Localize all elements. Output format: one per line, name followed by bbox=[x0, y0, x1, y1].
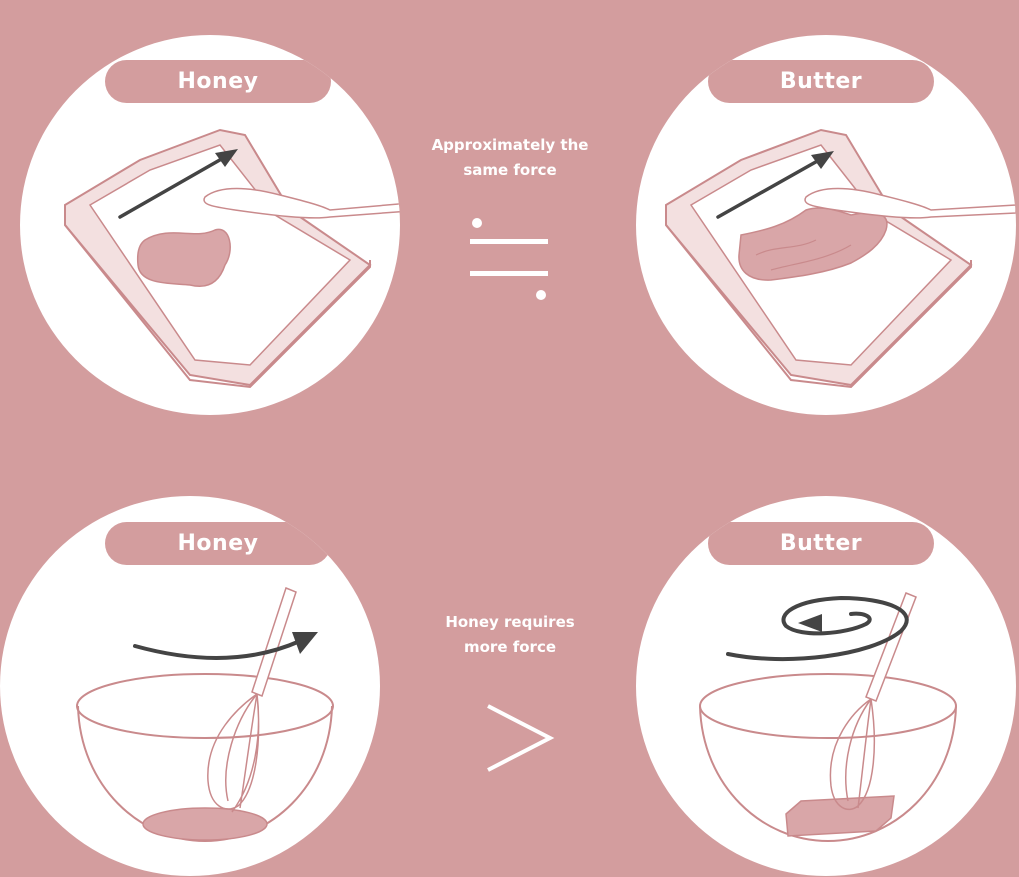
spread-arrow bbox=[118, 155, 227, 219]
greater-than-symbol bbox=[487, 704, 555, 772]
honey-in-bowl bbox=[142, 807, 268, 841]
stir-arrow bbox=[133, 639, 302, 660]
spiral-arrow bbox=[726, 595, 909, 662]
butter-spread bbox=[738, 207, 888, 281]
butter-toast-panel: Butter bbox=[636, 35, 1016, 415]
knife bbox=[804, 187, 1016, 219]
whisk-handle bbox=[251, 587, 297, 697]
butter-label-top: Butter bbox=[708, 60, 934, 103]
spread-arrow-head bbox=[811, 151, 834, 169]
whisk-wires bbox=[207, 693, 260, 813]
stir-arrow-head bbox=[292, 632, 318, 654]
honey-toast-panel: Honey bbox=[20, 35, 400, 415]
honey-label-top: Honey bbox=[105, 60, 331, 103]
toast-honey-illustration bbox=[64, 128, 400, 389]
bowl bbox=[699, 705, 957, 843]
whisk-honey-illustration bbox=[76, 587, 334, 843]
spread-arrow-head bbox=[215, 149, 238, 167]
butter-whisk-panel: Butter bbox=[636, 496, 1016, 876]
top-comparison-caption: Approximately the same force bbox=[431, 136, 589, 179]
bottom-comparison-caption: Honey requires more force bbox=[445, 613, 575, 656]
honey-whisk-panel: Honey bbox=[0, 496, 380, 876]
spiral-arrow-head bbox=[798, 614, 822, 632]
whisk-handle bbox=[865, 592, 917, 702]
butter-block bbox=[785, 795, 895, 837]
knife bbox=[203, 187, 400, 219]
whisk-wires bbox=[829, 698, 876, 811]
honey-label-bottom: Honey bbox=[105, 522, 331, 565]
honey-spread bbox=[136, 228, 231, 287]
whisk-butter-illustration bbox=[699, 592, 957, 843]
butter-label-bottom: Butter bbox=[708, 522, 934, 565]
bowl bbox=[77, 705, 333, 843]
toast-butter-illustration bbox=[665, 128, 1016, 389]
spread-arrow bbox=[716, 157, 823, 219]
approximately-equal-symbol bbox=[470, 218, 548, 300]
